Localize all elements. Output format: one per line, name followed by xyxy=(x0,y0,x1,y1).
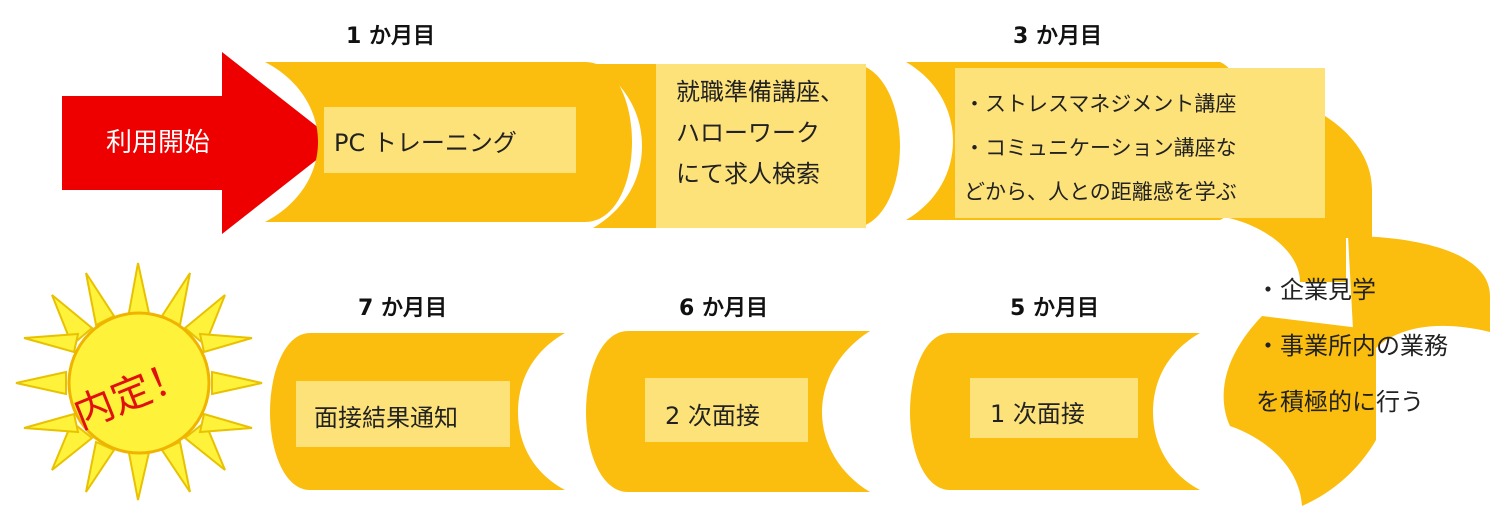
step-pad-job-search xyxy=(656,64,866,228)
step-pad-courses xyxy=(955,68,1325,218)
month-label-7: 7 か月目 xyxy=(358,296,447,321)
visit-line-1: ・企業見学 xyxy=(1256,276,1376,304)
job-search-line-1: 就職準備講座、 xyxy=(676,78,844,106)
start-arrow xyxy=(62,52,338,234)
courses-line-2: ・コミュニケーション講座な xyxy=(964,136,1237,160)
visit-line-2: ・事業所内の業務 xyxy=(1256,332,1448,360)
step-label-courses: ・ストレスマネジメント講座 ・コミュニケーション講座な どから、人との距離感を学… xyxy=(964,82,1237,214)
turn-arrow-lower xyxy=(1223,316,1376,506)
visit-line-3: を積極的に行う xyxy=(1256,388,1424,416)
start-label: 利用開始 xyxy=(106,128,211,158)
step-pad-pc-training xyxy=(324,107,576,173)
step-label-result: 面接結果通知 xyxy=(314,404,458,432)
step-label-pc-training: PC トレーニング xyxy=(334,129,517,157)
courses-line-3: どから、人との距離感を学ぶ xyxy=(964,180,1237,204)
step-label-job-search: 就職準備講座、 ハローワーク にて求人検索 xyxy=(676,72,844,194)
courses-line-1: ・ストレスマネジメント講座 xyxy=(964,92,1237,116)
job-search-line-2: ハローワーク xyxy=(676,118,820,147)
job-search-line-3: にて求人検索 xyxy=(676,159,820,188)
turn-arrow-right xyxy=(1348,236,1490,348)
step-pad-interview1 xyxy=(970,378,1138,438)
step-label-interview1: 1 次面接 xyxy=(990,400,1085,428)
month-label-3: 3 か月目 xyxy=(1013,24,1102,49)
month-label-5: 5 か月目 xyxy=(1010,296,1099,321)
month-label-6: 6 か月目 xyxy=(679,296,768,321)
step-pad-result xyxy=(296,381,510,447)
step-label-interview2: 2 次面接 xyxy=(665,402,760,430)
sun-icon xyxy=(15,262,263,501)
step-pad-interview2 xyxy=(645,378,808,442)
month-label-1: 1 か月目 xyxy=(346,24,435,49)
step-label-visit: ・企業見学 ・事業所内の業務 を積極的に行う xyxy=(1256,262,1448,430)
